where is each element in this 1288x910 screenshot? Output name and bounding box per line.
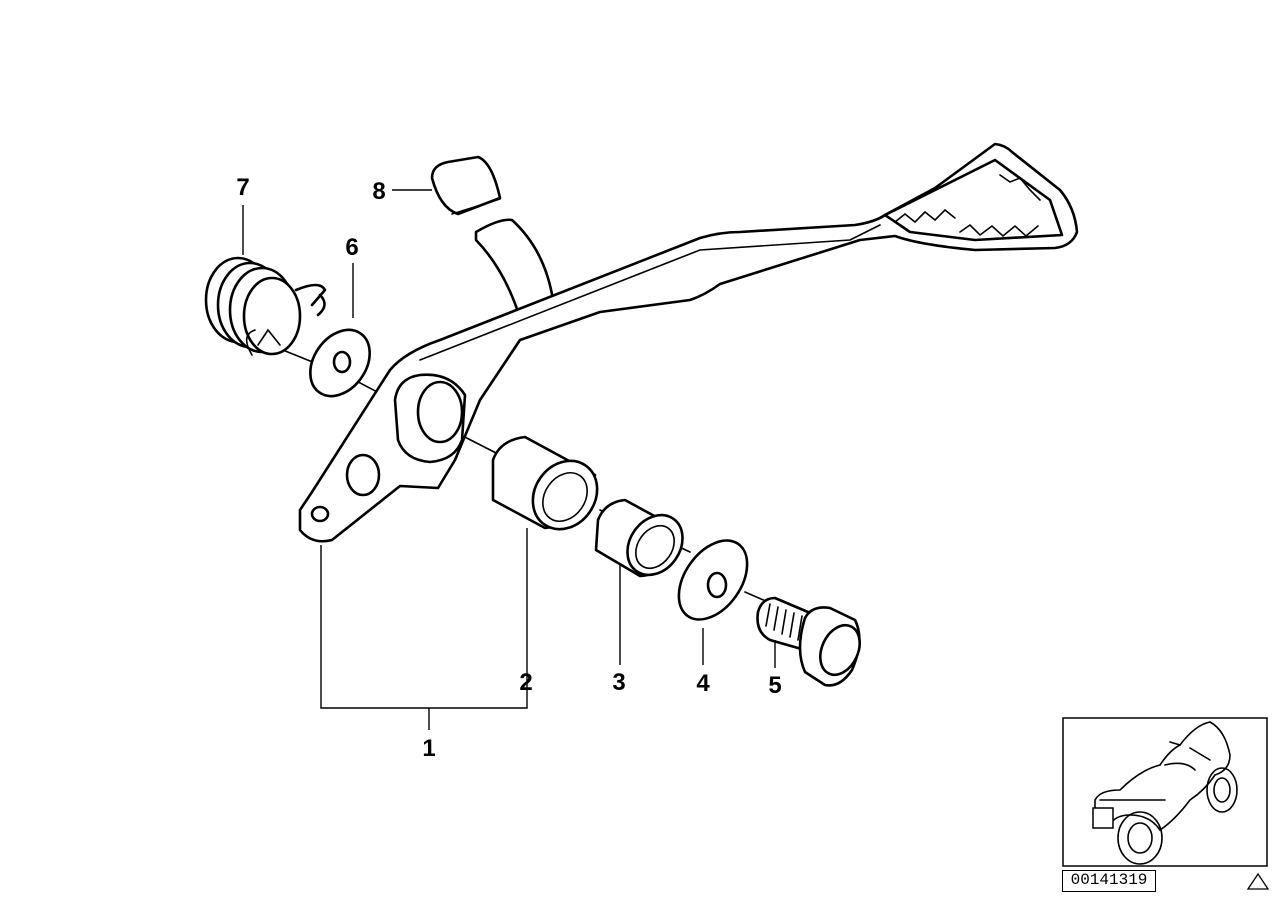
part-4-washer[interactable] — [665, 528, 761, 632]
part-2-bushing[interactable] — [491, 435, 610, 542]
callout-1: 1 — [422, 735, 435, 762]
motorcycle-thumbnail-icon — [1062, 717, 1268, 867]
callout-2: 2 — [519, 669, 532, 696]
part-1-brake-pedal[interactable] — [298, 142, 1079, 543]
part-8-rubber-pad[interactable] — [430, 155, 502, 216]
diagram-number: 00141319 — [1062, 870, 1156, 892]
part-3-sleeve[interactable] — [594, 498, 694, 586]
leader-1-bracket — [320, 528, 528, 730]
part-6-washer[interactable] — [298, 319, 382, 408]
callout-7: 7 — [236, 174, 249, 201]
callout-8: 8 — [372, 178, 385, 205]
callout-3: 3 — [612, 669, 625, 696]
callout-5: 5 — [768, 672, 781, 699]
warning-triangle-icon — [1246, 872, 1270, 890]
part-5-bolt[interactable] — [756, 596, 868, 687]
part-7-return-spring[interactable] — [204, 256, 327, 356]
callout-4: 4 — [696, 670, 710, 697]
callout-6: 6 — [345, 234, 358, 261]
